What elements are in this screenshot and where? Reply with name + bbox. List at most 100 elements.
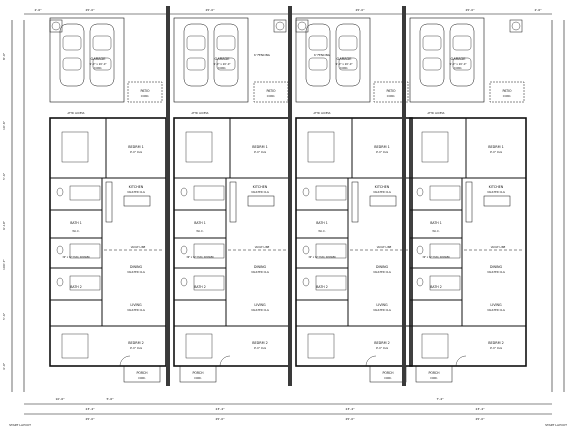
top-sub-b: 2'-6"	[534, 8, 542, 12]
garage-finish: CONC.	[454, 66, 463, 70]
hvac-fan-icon	[275, 21, 285, 31]
garage-dim: 9'-0" x 20'-0"	[89, 62, 106, 66]
hvac-fan-icon	[51, 21, 61, 31]
bedroom-2-dim: 9'-0" CLG	[254, 346, 266, 350]
dining-label: DINING	[490, 265, 503, 269]
bed-outline	[421, 333, 449, 359]
kitchen-label: KITCHEN	[253, 185, 268, 189]
living-sub: VAULTED CLG	[487, 308, 505, 312]
top-dim-3: 25'-0"	[355, 8, 365, 12]
living-sub: VAULTED CLG	[373, 308, 391, 312]
bed-outline	[307, 333, 335, 359]
bedroom-1-label: BEDRM 1	[128, 145, 144, 149]
door-swing	[219, 355, 231, 367]
patio-label: PATIO	[386, 89, 396, 93]
bath-2-label: BATH 2	[70, 285, 82, 289]
garage-dim: 9'-0" x 20'-0"	[449, 62, 466, 66]
bed-outline	[185, 131, 213, 163]
kitchen-island	[247, 195, 275, 207]
hvac-unit	[295, 19, 309, 33]
tub-shower	[193, 243, 225, 259]
vault-line-label: VAULT LINE	[491, 245, 506, 249]
side-dim-a: 8'-0"	[2, 52, 6, 60]
garage-label: GARAGE	[336, 57, 352, 61]
bedroom-2-label: BEDRM 2	[374, 341, 390, 345]
patio-finish: CONC.	[267, 94, 276, 98]
hvac-fan-icon	[511, 21, 521, 31]
porch-finish: CONC.	[384, 377, 392, 380]
wic-label: W.I.C.	[318, 229, 325, 233]
bedroom-2-dim: 9'-0" CLG	[376, 346, 388, 350]
bottom-total-3: 25'-0"	[345, 417, 355, 421]
patio-finish: CONC.	[387, 94, 396, 98]
toilet-icon	[416, 245, 424, 255]
wic-label: W.I.C.	[196, 229, 203, 233]
bath-1-label: BATH 1	[430, 221, 442, 225]
living-label: LIVING	[130, 303, 142, 307]
patio-slab	[373, 81, 409, 103]
shower-note: 36" x 72" TUB / SHOWER	[186, 256, 214, 259]
attic-access-label: ATTIC ACCESS	[68, 112, 85, 115]
porch-label: PORCH	[136, 371, 148, 375]
bath-2-label: BATH 2	[430, 285, 442, 289]
party-wall	[166, 6, 170, 386]
house-walls	[295, 117, 413, 367]
tub-shower	[429, 185, 461, 201]
tub-shower	[315, 275, 347, 291]
bed-outline	[185, 333, 213, 359]
start-layout-right: START LAYOUT	[545, 423, 567, 427]
bedroom-2-dim: 9'-0" CLG	[130, 346, 142, 350]
bottom-dim-4: 23'-4"	[475, 407, 485, 411]
porch-slab	[179, 365, 217, 383]
bath-1-label: BATH 1	[194, 221, 206, 225]
kitchen-sub: VAULTED CLG	[373, 190, 391, 194]
patio-finish: CONC.	[141, 94, 150, 98]
toilet-icon	[56, 277, 64, 287]
kitchen-island	[483, 195, 511, 207]
start-layout-left: START LAYOUT	[9, 423, 31, 427]
dining-label: DINING	[130, 265, 143, 269]
porch-finish: CONC.	[430, 377, 438, 380]
hvac-unit	[49, 19, 63, 33]
fencing-label: 6' FENCING	[254, 53, 270, 57]
toilet-icon	[302, 277, 310, 287]
vault-line-label: VAULT LINE	[255, 245, 270, 249]
garage-label: GARAGE	[214, 57, 230, 61]
attic-access-label: ATTIC ACCESS	[428, 112, 445, 115]
bottom-total-4: 25'-0"	[475, 417, 485, 421]
top-sub-a: 2'-6"	[34, 8, 42, 12]
bath-1-label: BATH 1	[316, 221, 328, 225]
tub-shower	[69, 275, 101, 291]
car-outline	[419, 23, 445, 87]
toilet-icon	[302, 245, 310, 255]
dining-sub: VAULTED CLG	[487, 270, 505, 274]
garage-dim: 9'-0" x 20'-0"	[335, 62, 352, 66]
garage-finish: CONC.	[218, 66, 227, 70]
attic-access-label: ATTIC ACCESS	[192, 112, 209, 115]
porch-finish: CONC.	[194, 377, 202, 380]
toilet-icon	[302, 187, 310, 197]
car-outline	[305, 23, 331, 87]
house-walls	[409, 117, 527, 367]
bedroom-1-dim: 9'-0" CLG	[130, 150, 142, 154]
shower-note: 36" x 72" TUB / SHOWER	[62, 256, 90, 259]
side-dim-g: 4'-0"	[2, 362, 6, 370]
bed-outline	[61, 333, 89, 359]
kitchen-label: KITCHEN	[375, 185, 390, 189]
bottom-total-1: 25'-0"	[85, 417, 95, 421]
bedroom-1-label: BEDRM 1	[252, 145, 268, 149]
toilet-icon	[416, 187, 424, 197]
patio-slab	[489, 81, 525, 103]
patio-label: PATIO	[140, 89, 150, 93]
wic-label: W.I.C.	[432, 229, 439, 233]
shower-note: 36" x 72" TUB / SHOWER	[308, 256, 336, 259]
living-sub: VAULTED CLG	[127, 308, 145, 312]
bed-outline	[421, 131, 449, 163]
porch-finish: CONC.	[138, 377, 146, 380]
toilet-icon	[180, 187, 188, 197]
porch-slab	[123, 365, 161, 383]
porch-label: PORCH	[192, 371, 204, 375]
toilet-icon	[180, 245, 188, 255]
